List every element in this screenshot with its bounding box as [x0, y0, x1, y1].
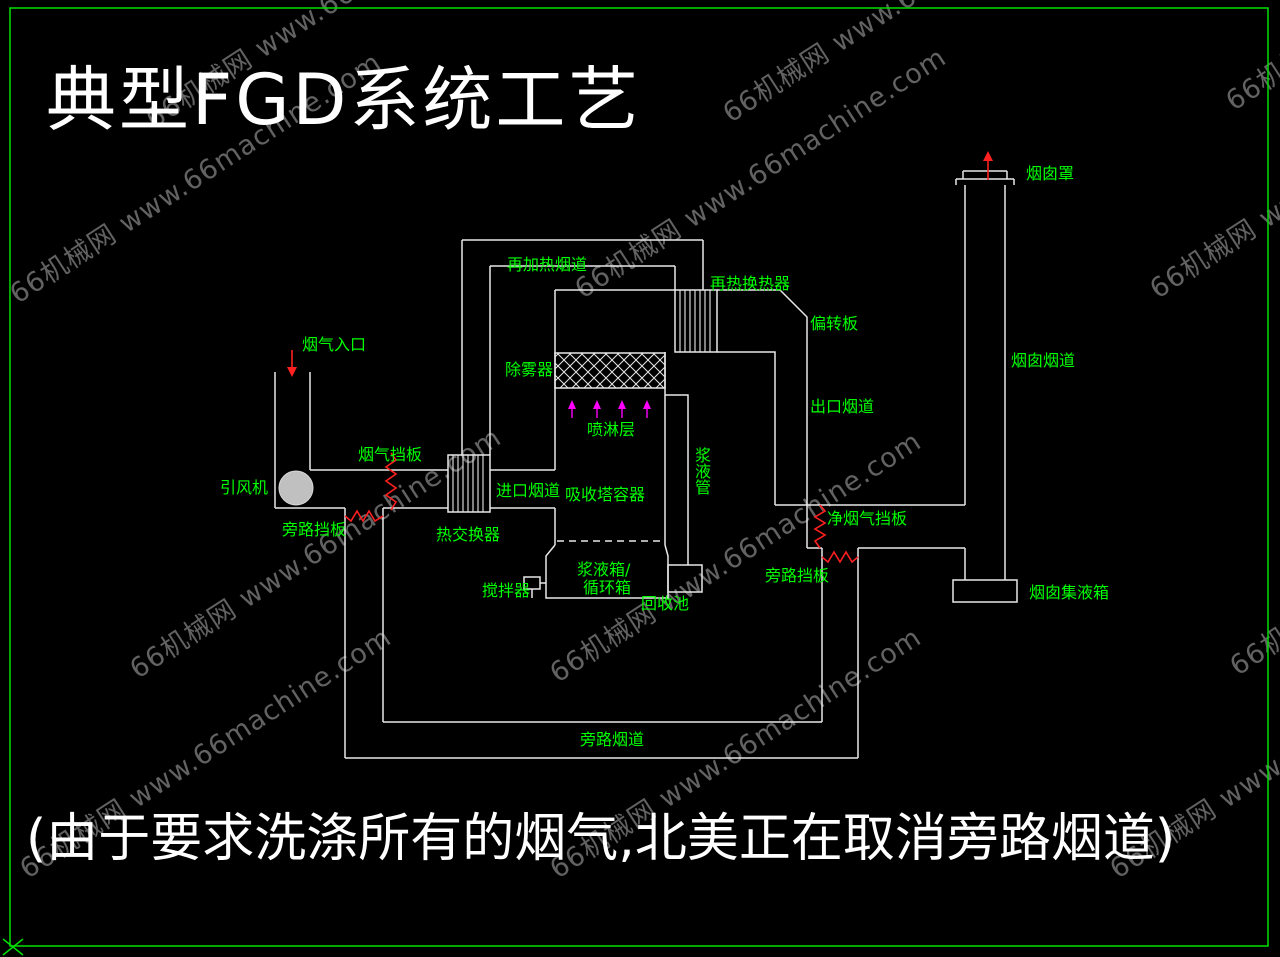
bypass-damper-left-symbol [344, 509, 384, 523]
label-bypass-damper-right: 旁路挡板 [765, 566, 830, 585]
label-outlet-flue: 出口烟道 [810, 397, 875, 416]
label-reheat-heat-exchanger: 再热换热器 [710, 274, 791, 293]
label-reheat-flue: 再加热烟道 [507, 255, 588, 274]
label-induced-draft-fan: 引风机 [220, 478, 269, 497]
clean-gas-damper-symbol [813, 504, 827, 549]
drawing-note: (由于要求洗涤所有的烟气,北美正在取消旁路烟道) [26, 809, 1176, 869]
label-flue-gas-inlet: 烟气入口 [302, 335, 367, 354]
demister-symbol [554, 352, 666, 389]
flue-gas-damper-symbol [384, 452, 398, 511]
label-bypass-damper-left: 旁路挡板 [282, 520, 347, 539]
bypass-damper-right-symbol [821, 550, 859, 564]
label-chimney-cap: 烟囱罩 [1026, 164, 1075, 183]
label-chimney-collection-tank: 烟囱集液箱 [1029, 583, 1110, 602]
label-slurry-tank-line2: 循环箱 [583, 578, 632, 597]
label-heat-exchanger: 热交换器 [436, 525, 501, 544]
heat-exchanger-symbol [447, 454, 491, 513]
fan-symbol [278, 470, 314, 506]
label-clean-flue-gas-damper: 净烟气挡板 [827, 509, 908, 528]
drawing-border [2, 7, 1269, 956]
reheat-heat-exchanger-symbol [674, 289, 718, 353]
flow-arrows [287, 151, 993, 377]
label-spray-layer: 喷淋层 [587, 420, 636, 439]
label-agitator: 搅拌器 [482, 581, 531, 600]
label-slurry-tank-line1: 浆液箱/ [577, 560, 631, 579]
damper-symbols [344, 452, 859, 564]
label-inlet-flue: 进口烟道 [496, 481, 561, 500]
label-slurry-pipe: 浆液管 [692, 447, 711, 495]
label-demister: 除雾器 [505, 360, 554, 379]
label-bypass-flue: 旁路烟道 [580, 730, 645, 749]
ducts-and-vessels [274, 170, 1018, 759]
label-recovery-pool: 回收池 [641, 594, 690, 613]
drawing-title: 典型FGD系统工艺 [46, 59, 642, 141]
label-deflector-plate: 偏转板 [810, 314, 859, 333]
label-chimney-flue: 烟囱烟道 [1011, 351, 1076, 370]
spray-arrows [568, 400, 651, 418]
label-flue-gas-damper: 烟气挡板 [358, 445, 423, 464]
label-slurry-tank: 浆液箱/ 循环箱 [577, 561, 631, 597]
label-absorber-vessel: 吸收塔容器 [565, 485, 646, 504]
